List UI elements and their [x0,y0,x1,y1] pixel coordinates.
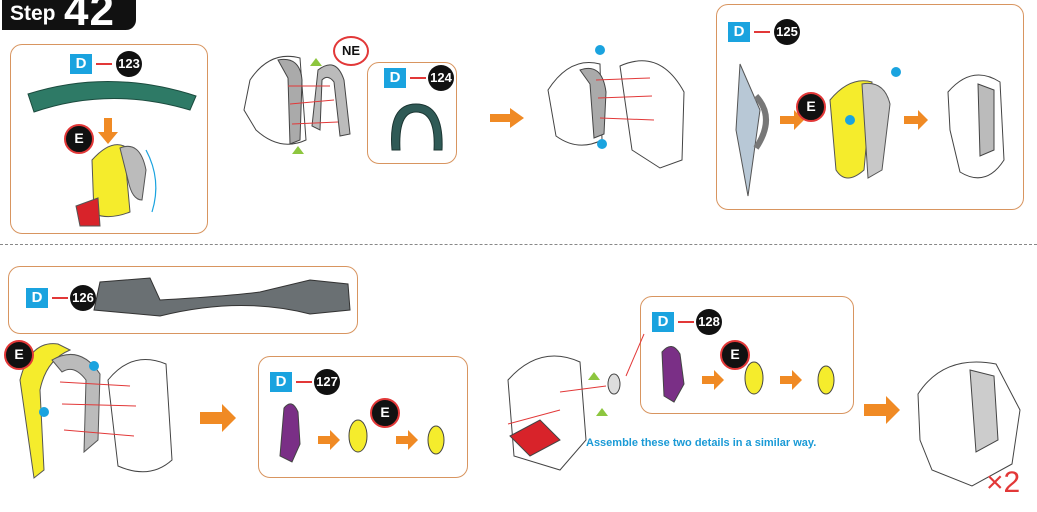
part-number: 123 [116,51,142,77]
blue-dot-1 [595,45,605,55]
arrow-127a [318,430,340,450]
blue-dot-6 [39,407,49,417]
arrow-127b [396,430,418,450]
part-group-tag: D [270,372,292,392]
blue-dot-2 [597,139,607,149]
piece-127-result [428,426,444,454]
part-number: 128 [696,309,722,335]
part-124-shape [392,104,443,150]
dash [754,31,770,33]
arrow-125b [904,110,928,130]
quantity-multiplier: ×2 [986,466,1020,500]
part-group-tag: D [652,312,674,332]
dash [52,297,68,299]
blue-dot-4 [845,115,855,125]
e-badge: E [796,92,826,122]
part-number: 125 [774,19,800,45]
ne-label: NE [333,36,369,66]
part-number: 127 [314,369,340,395]
part-127-shape [280,404,300,462]
blue-dot-3 [891,67,901,77]
part-126-shape [94,278,350,316]
marker-triangle-bottom [292,146,304,154]
body-shape-4-grey [978,84,994,156]
assembly-note: Assemble these two details in a similar … [586,437,816,449]
part-125-shape [736,64,760,196]
marker-triangle-top [310,58,322,66]
dash [296,381,312,383]
callout-line-128 [626,334,644,376]
e-badge: E [4,340,34,370]
piece-128-yellow [745,362,763,394]
dash [410,77,426,79]
body-shape-5 [108,360,172,472]
rotate-arrow-123 [146,150,156,212]
body-shape-3 [620,61,684,168]
piece-e-red [76,198,100,226]
arrow-3 [864,396,900,424]
arrow-128a [702,370,724,390]
piece-127-yellow [349,420,367,452]
down-arrow-123 [98,118,118,144]
piece-125-grey [862,83,890,178]
blue-dot-5 [89,361,99,371]
piece-128-result [818,366,834,394]
part-number: 126 [70,285,96,311]
part-group-tag: D [384,68,406,88]
arrow-2 [200,404,236,432]
part-group-tag: D [728,22,750,42]
part-group-tag: D [26,288,48,308]
part-group-tag: D [70,54,92,74]
marker-triangle-4 [596,408,608,416]
e-badge: E [64,124,94,154]
arrow-128b [780,370,802,390]
part-123-shape [28,81,196,112]
small-disc [608,374,620,394]
body-shape-4 [948,75,1004,178]
marker-triangle-3 [588,372,600,380]
part-number: 124 [428,65,454,91]
e-badge: E [370,398,400,428]
e-badge: E [720,340,750,370]
part-128-shape [662,346,684,402]
arrow-1 [490,108,524,128]
dash [678,321,694,323]
dash [96,63,112,65]
